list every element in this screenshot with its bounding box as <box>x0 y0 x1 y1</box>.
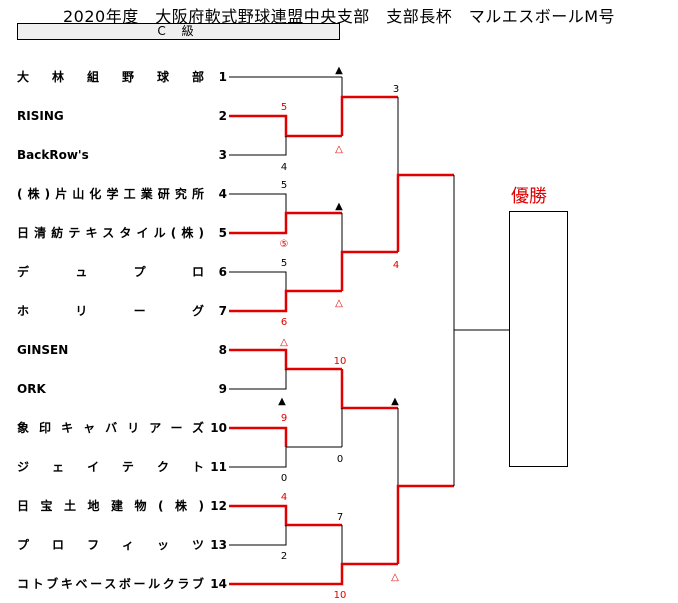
team-row: GINSEN 8 <box>17 342 227 358</box>
team-name: 大林組野球部 <box>17 70 204 84</box>
team-name: BackRow's <box>17 148 89 162</box>
class-label: C 級 <box>17 23 340 40</box>
team-seed: 1 <box>218 70 227 84</box>
bracket-line <box>229 348 342 371</box>
score-label: 4 <box>281 162 287 173</box>
score-label: 5 <box>281 258 287 269</box>
score-label: 9 <box>281 413 287 424</box>
score-label: 3 <box>393 84 399 95</box>
bracket-line <box>229 289 342 313</box>
team-row: 日宝土地建物(株) 12 <box>17 498 227 514</box>
team-name: 日宝土地建物(株) <box>17 499 204 513</box>
team-seed: 9 <box>218 382 227 396</box>
score-label: 5 <box>281 180 287 191</box>
hollow-triangle-icon: △ <box>335 144 343 155</box>
bracket-line <box>229 193 287 213</box>
bracket-line <box>340 369 398 410</box>
team-name: ホリーグ <box>17 304 204 318</box>
filled-triangle-icon: ▲ <box>335 65 343 76</box>
team-name: 日清紡テキスタイル(株) <box>17 226 204 240</box>
bracket-line <box>229 211 342 235</box>
score-label: 2 <box>281 551 287 562</box>
team-seed: 8 <box>218 343 227 357</box>
score-label: 10 <box>334 356 347 367</box>
bracket-line <box>229 369 287 390</box>
score-label: 0 <box>281 473 287 484</box>
team-name: ジェイテクト <box>17 460 204 474</box>
team-row: BackRow's 3 <box>17 147 227 163</box>
bracket-line <box>340 95 398 136</box>
bracket-line <box>229 504 342 527</box>
team-row: 象印キャバリアーズ 10 <box>17 420 227 436</box>
team-name: デュプロ <box>17 265 204 279</box>
bracket-line <box>229 562 398 586</box>
winner-label: 優勝 <box>511 186 547 207</box>
team-seed: 2 <box>218 109 227 123</box>
team-name: ORK <box>17 382 46 396</box>
team-row: コトブキベースボールクラブ 14 <box>17 576 227 592</box>
bracket-line <box>340 250 398 291</box>
score-label: 5 <box>281 102 287 113</box>
bracket-line <box>396 173 454 252</box>
team-seed: 7 <box>218 304 227 318</box>
bracket-line <box>229 525 287 546</box>
team-row: 日清紡テキスタイル(株) 5 <box>17 225 227 241</box>
team-name: 象印キャバリアーズ <box>17 421 204 435</box>
team-seed: 12 <box>210 499 227 513</box>
score-label: 4 <box>393 260 399 271</box>
team-row: (株)片山化学工業研究所 4 <box>17 186 227 202</box>
score-label: 10 <box>334 590 347 601</box>
team-name: プロフィッツ <box>17 538 204 552</box>
bracket-line <box>229 426 288 447</box>
team-seed: 3 <box>218 148 227 162</box>
filled-triangle-icon: ▲ <box>278 396 286 407</box>
hollow-triangle-icon: △ <box>335 298 343 309</box>
team-row: プロフィッツ 13 <box>17 537 227 553</box>
page-title: 2020年度 大阪府軟式野球連盟中央支部 支部長杯 マルエスボールM号 <box>62 7 616 26</box>
team-name: (株)片山化学工業研究所 <box>17 187 204 201</box>
filled-triangle-icon: ▲ <box>391 396 399 407</box>
team-name: RISING <box>17 109 64 123</box>
hollow-triangle-icon: △ <box>280 337 288 348</box>
score-label: 6 <box>281 317 287 328</box>
score-label: 4 <box>281 492 287 503</box>
filled-triangle-icon: ▲ <box>335 201 343 212</box>
team-seed: 5 <box>218 226 227 240</box>
team-row: ジェイテクト 11 <box>17 459 227 475</box>
bracket-line <box>229 447 287 468</box>
team-row: RISING 2 <box>17 108 227 124</box>
team-name: GINSEN <box>17 343 69 357</box>
team-seed: 4 <box>218 187 227 201</box>
team-seed: 14 <box>210 577 227 591</box>
bracket-line <box>229 114 342 138</box>
score-label: ⑤ <box>280 239 289 250</box>
bracket-line <box>229 271 287 291</box>
hollow-triangle-icon: △ <box>391 572 399 583</box>
team-row: 大林組野球部 1 <box>17 69 227 85</box>
team-seed: 13 <box>210 538 227 552</box>
winner-box <box>509 211 568 467</box>
team-row: デュプロ 6 <box>17 264 227 280</box>
score-label: 7 <box>337 512 343 523</box>
team-seed: 11 <box>210 460 227 474</box>
team-row: ORK 9 <box>17 381 227 397</box>
bracket-line <box>229 136 287 156</box>
bracket-line <box>396 484 454 564</box>
team-seed: 10 <box>210 421 227 435</box>
team-row: ホリーグ 7 <box>17 303 227 319</box>
team-name: コトブキベースボールクラブ <box>17 577 204 591</box>
team-seed: 6 <box>218 265 227 279</box>
score-label: 0 <box>337 454 343 465</box>
